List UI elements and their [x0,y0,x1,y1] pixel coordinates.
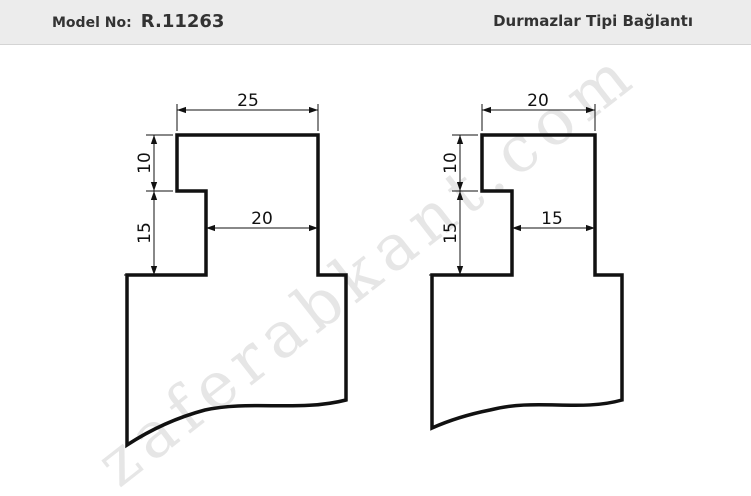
model-label: Model No: [52,15,132,31]
profile-outline-left [125,133,348,449]
dim-neck-height-left: 15 [135,222,155,244]
dim-top-width-left: 25 [237,91,259,111]
model-number: Model No: R.11263 [52,11,224,32]
model-value: R.11263 [140,11,225,32]
header-bar: Model No: R.11263 Durmazlar Tipi Bağlant… [0,0,751,45]
dim-top-height-right: 10 [441,152,461,174]
watermark: zaferabkant.com [83,35,651,496]
page-title: Durmazlar Tipi Bağlantı [493,12,693,30]
dim-neck-height-right: 15 [441,222,461,244]
profile-outline-right [430,133,624,431]
dim-neck-width-right: 15 [541,209,563,229]
profile-left: 25 10 15 20 [124,91,348,449]
profile-right: 20 10 15 15 [429,91,624,431]
dim-top-height-left: 10 [135,152,155,174]
dim-neck-width-left: 20 [251,209,273,229]
dim-top-width-right: 20 [527,91,549,111]
